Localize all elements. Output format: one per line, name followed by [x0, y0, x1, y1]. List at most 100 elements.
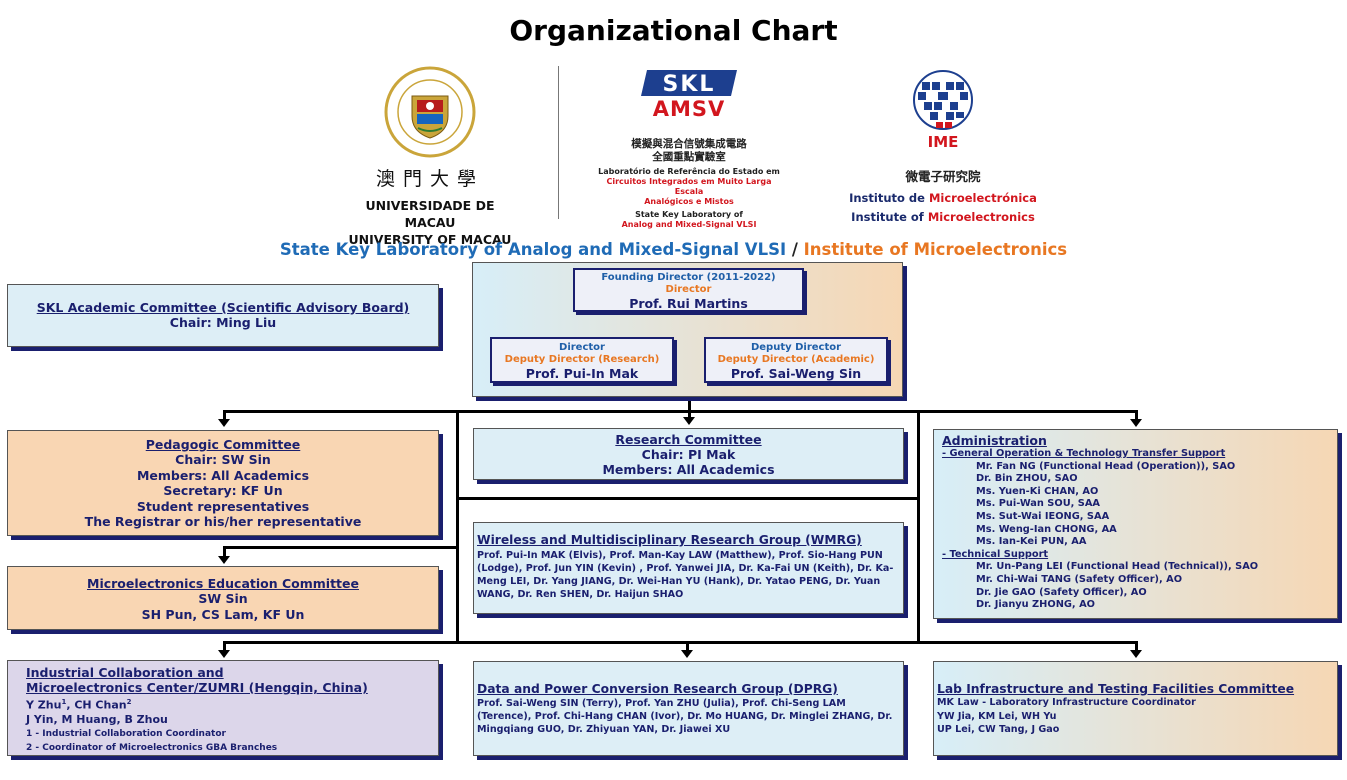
skl-pt-1: Laboratório de Referência do Estado em	[598, 167, 780, 176]
ime-logo-icon	[913, 70, 973, 130]
page-title: Organizational Chart	[509, 14, 838, 47]
university-of-macau-crest-icon	[384, 66, 476, 158]
skl-logo: SKL AMSV 模擬與混合信號集成電路 全國重點實驗室 Laboratório…	[596, 70, 782, 230]
ime-logo: IME 微電子研究院 Instituto de Microelectrónica…	[846, 70, 1040, 227]
lab-title-skl: State Key Laboratory of Analog and Mixed…	[279, 240, 787, 259]
deputy-director-academic-card[interactable]: Deputy Director Deputy Director (Academi…	[704, 337, 888, 383]
research-committee-box[interactable]: Research Committee Chair: PI Mak Members…	[473, 428, 904, 480]
connector-line	[223, 546, 226, 558]
connector-line	[686, 641, 689, 651]
lab-title: State Key Laboratory of Analog and Mixed…	[0, 240, 1347, 259]
um-english-name: UNIVERSITY OF MACAU	[348, 232, 512, 247]
connector-line	[1135, 641, 1138, 651]
wmrg-members: Prof. Pui-In MAK (Elvis), Prof. Man-Kay …	[477, 550, 894, 600]
skl-pt-2: Circuitos Integrados em Muito Larga Esca…	[606, 177, 772, 196]
deputy-director-research-card[interactable]: Director Deputy Director (Research) Prof…	[490, 337, 674, 383]
pedagogic-line: Student representatives	[136, 498, 310, 514]
connector-line	[688, 396, 691, 412]
arrow-head	[1130, 650, 1142, 658]
ime-english-name: Institute of Microelectronics	[851, 210, 1035, 224]
industrial-line-1: Y Zhu1, CH Chan2	[26, 698, 132, 712]
lab-infra-line: UP Lei, CW Tang, J Gao	[937, 724, 1060, 735]
administration-title: Administration	[942, 433, 1047, 448]
admin-staff: Mr. Un-Pang LEI (Functional Head (Techni…	[976, 561, 1259, 573]
admin-staff: Dr. Jie GAO (Safety Officer), AO	[976, 586, 1147, 598]
deputy2-role-2: Deputy Director (Academic)	[717, 354, 875, 365]
skl-amsv-logo-icon: SKL AMSV	[641, 70, 737, 126]
research-committee-chair: Chair: PI Mak	[641, 447, 736, 462]
arrow-head	[683, 417, 695, 425]
skl-abbr: SKL	[663, 72, 716, 96]
admin-staff: Ms. Pui-Wan SOU, SAA	[976, 498, 1100, 510]
um-logo: 澳門大學 UNIVERSIDADE DE MACAU UNIVERSITY OF…	[340, 66, 520, 248]
mec-chair: SW Sin	[198, 591, 248, 606]
deputy2-role: Deputy Director	[750, 342, 842, 353]
admin-staff: Ms. Yuen-Ki CHAN, AO	[976, 485, 1099, 497]
industrial-note-1: 1 - Industrial Collaboration Coordinator	[26, 728, 226, 739]
deputy1-name: Prof. Pui-In Mak	[525, 366, 639, 381]
skl-pt-3: Analógicos e Mistos	[644, 197, 734, 206]
deputy1-role: Director	[559, 342, 605, 353]
connector-line	[223, 641, 1138, 644]
administration-box[interactable]: Administration - General Operation & Tec…	[933, 429, 1338, 619]
skl-chinese-1: 模擬與混合信號集成電路	[631, 138, 747, 150]
connector-line	[456, 497, 920, 500]
skl-committee-title: SKL Academic Committee (Scientific Advis…	[36, 300, 410, 315]
arrow-head	[218, 419, 230, 427]
connector-line	[223, 410, 226, 421]
lab-infrastructure-box[interactable]: Lab Infrastructure and Testing Facilitie…	[933, 661, 1338, 756]
connector-line	[688, 410, 691, 419]
industrial-title-1: Industrial Collaboration and	[26, 665, 224, 680]
admin-staff: Mr. Fan NG (Functional Head (Operation))…	[976, 460, 1236, 472]
industrial-title-2: Microelectronics Center/ZUMRI (Hengqin, …	[26, 680, 368, 695]
arrow-head	[218, 556, 230, 564]
skl-amsv-text: AMSV	[652, 97, 726, 121]
arrow-head	[681, 650, 693, 658]
connector-line	[456, 412, 459, 644]
admin-staff: Dr. Jianyu ZHONG, AO	[976, 599, 1095, 611]
um-portuguese-name: UNIVERSIDADE DE MACAU	[365, 198, 495, 230]
um-chinese-name: 澳門大學	[375, 168, 484, 190]
skl-academic-committee-box[interactable]: SKL Academic Committee (Scientific Advis…	[7, 284, 439, 347]
lab-infra-title: Lab Infrastructure and Testing Facilitie…	[937, 682, 1295, 696]
lab-title-separator: /	[786, 240, 804, 259]
skl-chinese-2: 全國重點實驗室	[652, 151, 726, 163]
microelectronics-education-committee-box[interactable]: Microelectronics Education Committee SW …	[7, 566, 439, 630]
admin-staff: Dr. Bin ZHOU, SAO	[976, 473, 1078, 485]
lab-infra-line: YW Jia, KM Lei, WH Yu	[937, 710, 1057, 722]
industrial-note-2: 2 - Coordinator of Microelectronics GBA …	[26, 742, 278, 753]
wmrg-title: Wireless and Multidisciplinary Research …	[477, 533, 862, 547]
pedagogic-committee-box[interactable]: Pedagogic Committee Chair: SW Sin Member…	[7, 430, 439, 536]
mec-title: Microelectronics Education Committee	[87, 576, 359, 591]
director-card[interactable]: Founding Director (2011-2022) Director P…	[573, 268, 804, 312]
industrial-collaboration-box[interactable]: Industrial Collaboration and Microelectr…	[7, 660, 439, 756]
skl-en-2: Analog and Mixed-Signal VLSI	[621, 220, 757, 229]
pedagogic-line: Members: All Academics	[136, 467, 310, 483]
director-label: Director	[665, 284, 712, 295]
pedagogic-line: Secretary: KF Un	[163, 483, 283, 498]
wmrg-box[interactable]: Wireless and Multidisciplinary Research …	[473, 522, 904, 614]
dprg-members: Prof. Sai-Weng SIN (Terry), Prof. Yan ZH…	[477, 698, 893, 735]
admin-subsection-technical: - Technical Support	[942, 548, 1049, 560]
ime-abbr: IME	[927, 133, 959, 151]
skl-committee-chair: Chair: Ming Liu	[169, 315, 277, 330]
director-box[interactable]: Founding Director (2011-2022) Director P…	[472, 262, 903, 397]
connector-line	[223, 546, 459, 549]
connector-line	[917, 412, 920, 644]
lab-title-ime: Institute of Microelectronics	[803, 240, 1068, 259]
industrial-line-2: J Yin, M Huang, B Zhou	[26, 712, 168, 726]
admin-subsection-general: - General Operation & Technology Transfe…	[942, 448, 1226, 459]
skl-en-1: State Key Laboratory of	[635, 210, 743, 219]
admin-staff: Ms. Sut-Wai IEONG, SAA	[976, 510, 1110, 522]
deputy1-role-2: Deputy Director (Research)	[504, 354, 660, 365]
connector-line	[1135, 410, 1138, 421]
pedagogic-title: Pedagogic Committee	[145, 437, 301, 452]
pedagogic-line: Chair: SW Sin	[175, 452, 271, 467]
dprg-box[interactable]: Data and Power Conversion Research Group…	[473, 661, 904, 756]
lab-infra-line: MK Law - Laboratory Infrastructure Coord…	[937, 697, 1196, 708]
arrow-head	[218, 650, 230, 658]
director-name: Prof. Rui Martins	[629, 296, 748, 311]
connector-line	[223, 410, 1138, 413]
founding-director-label: Founding Director (2011-2022)	[601, 272, 776, 283]
admin-staff: Mr. Chi-Wai TANG (Safety Officer), AO	[976, 573, 1183, 585]
